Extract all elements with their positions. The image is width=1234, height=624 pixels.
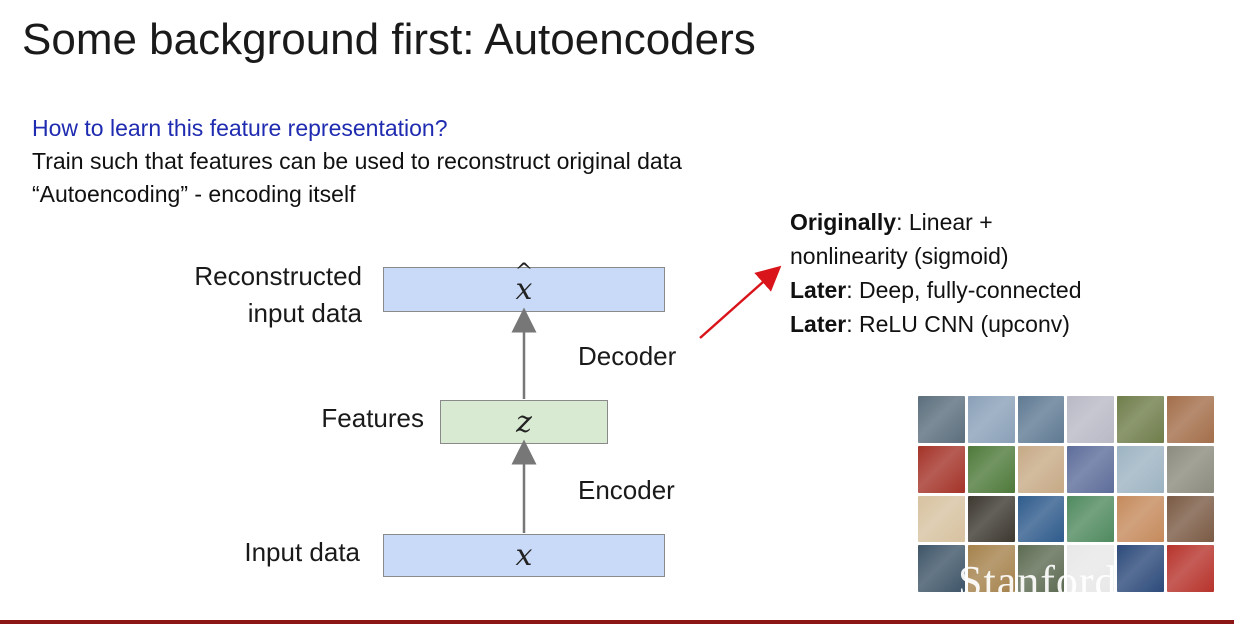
x-symbol: x — [515, 538, 533, 573]
slide-title: Some background first: Autoencoders — [22, 15, 756, 64]
sample-image-thumbnail — [1017, 396, 1065, 443]
notes-line-3: Later: Deep, fully-connected — [790, 273, 1082, 307]
sample-image-thumbnail — [967, 396, 1015, 443]
reconstructed-label-line-1: Reconstructed — [194, 261, 362, 291]
reconstructed-label-line-2: input data — [247, 298, 362, 328]
intro-line-2: “Autoencoding” - encoding itself — [32, 181, 356, 207]
hat-mark: ^ — [514, 260, 534, 285]
notes-line-2: nonlinearity (sigmoid) — [790, 243, 1009, 269]
z-symbol: z — [516, 404, 532, 440]
sample-image-thumbnail — [1067, 396, 1115, 443]
sample-image-grid — [918, 396, 1214, 592]
x-hat-symbol: ^ x — [515, 260, 533, 307]
sample-image-thumbnail — [918, 545, 965, 592]
reconstructed-label: Reconstructed input data — [150, 258, 362, 331]
sample-image-thumbnail — [918, 495, 965, 543]
notes-line-1-rest: : Linear + — [896, 209, 993, 235]
sample-image-thumbnail — [1067, 545, 1115, 592]
sample-image-thumbnail — [918, 445, 965, 493]
notes-line-1-bold: Originally — [790, 209, 897, 235]
encoder-label: Encoder — [578, 475, 675, 505]
sample-image-thumbnail — [967, 495, 1015, 543]
reconstructed-box: ^ x — [383, 260, 665, 312]
intro-question: How to learn this feature representation… — [32, 115, 448, 141]
sample-image-thumbnail — [1017, 445, 1065, 493]
sample-image-thumbnail — [1017, 545, 1065, 592]
footer-bar — [0, 620, 1234, 624]
decoder-notes: Originally: Linear + nonlinearity (sigmo… — [790, 205, 1082, 341]
intro-line-1: Train such that features can be used to … — [32, 148, 682, 174]
sample-image-thumbnail — [1017, 495, 1065, 543]
input-box: x — [383, 534, 665, 577]
notes-line-4-rest: : ReLU CNN (upconv) — [846, 311, 1070, 337]
features-box: z — [440, 400, 608, 444]
notes-line-3-rest: : Deep, fully-connected — [846, 277, 1082, 303]
stanford-watermark: Stanford — [958, 557, 1118, 606]
notes-line-3-bold: Later — [790, 277, 847, 303]
sample-image-thumbnail — [1117, 445, 1165, 493]
sample-image-thumbnail — [967, 445, 1015, 493]
input-data-label: Input data — [244, 537, 360, 567]
x-hat-letter: x — [515, 272, 533, 307]
sample-image-thumbnail — [1167, 495, 1214, 543]
notes-line-4: Later: ReLU CNN (upconv) — [790, 307, 1082, 341]
sample-image-thumbnail — [1117, 495, 1165, 543]
notes-line-1: Originally: Linear + — [790, 205, 1082, 239]
sample-image-thumbnail — [1117, 396, 1165, 443]
sample-image-thumbnail — [1167, 445, 1214, 493]
features-label: Features — [321, 403, 424, 433]
sample-image-thumbnail — [1167, 545, 1214, 592]
sample-image-thumbnail — [967, 545, 1015, 592]
decoder-label: Decoder — [578, 341, 677, 371]
notes-line-4-bold: Later — [790, 311, 847, 337]
pointer-arrow — [699, 265, 782, 339]
sample-image-thumbnail — [918, 396, 965, 443]
intro-text: How to learn this feature representation… — [32, 112, 682, 211]
sample-image-thumbnail — [1067, 495, 1115, 543]
sample-image-thumbnail — [1067, 445, 1115, 493]
sample-image-thumbnail — [1167, 396, 1214, 443]
sample-image-thumbnail — [1117, 545, 1165, 592]
